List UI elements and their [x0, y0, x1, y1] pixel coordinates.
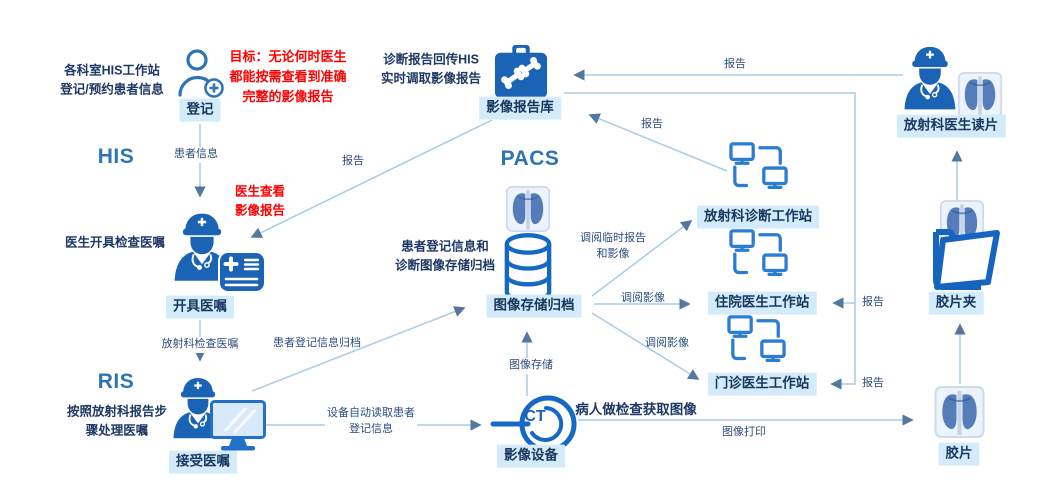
edge-label-report-2: 报告	[724, 58, 746, 71]
node-outpatient-workstation: 门诊医生工作站	[707, 372, 817, 396]
radiologist-doctor-icon	[903, 45, 957, 110]
ct-scanner-icon: CT	[490, 395, 577, 453]
report-library-icon	[494, 45, 548, 99]
patient-exam-note: 病人做检查获取图像	[575, 402, 697, 417]
doctor-view-note: 医生查看 影像报告	[234, 184, 286, 218]
node-register: 登记	[179, 98, 221, 122]
node-radiologist-reading: 放射科医生读片	[896, 114, 1006, 138]
pacs-system-label: PACS	[500, 147, 560, 170]
edge-label-image-print: 图像打印	[722, 426, 766, 439]
node-accept-order: 接受医嘱	[169, 450, 237, 474]
inpatient-workstation-icon	[729, 229, 788, 277]
ct-icon-label: CT	[524, 408, 546, 425]
node-film: 胶片	[938, 442, 980, 466]
ris-monitor-icon	[210, 400, 266, 451]
film-icon	[933, 386, 986, 438]
dept-registration-note: 各科室HIS工作站 登记/预约患者信息	[60, 63, 164, 96]
goal-note: 目标：无论何时医生 都能按需查看到准确 完整的影像报告	[229, 48, 347, 105]
edge-radiologyws-to-library	[588, 113, 728, 172]
edge-label-radiology-order: 放射科检查医嘱	[159, 337, 241, 353]
archive-description-note: 患者登记信息和 诊断图像存储归档	[394, 239, 496, 272]
his-system-label: HIS	[97, 145, 135, 168]
radiologist-xray-icon	[956, 72, 1004, 118]
archive-xray-icon	[505, 186, 551, 232]
edge-label-retrieve-image-1: 调阅影像	[621, 292, 665, 305]
node-inpatient-workstation: 住院医生工作站	[707, 291, 817, 315]
edge-label-retrieve-temp: 调阅临时报告 和影像	[580, 232, 646, 260]
ris-process-note: 按照放射科报告步 骤处理医嘱	[66, 404, 168, 437]
database-icon	[504, 233, 552, 303]
node-report-library: 影像报告库	[479, 96, 561, 120]
node-imaging-device: 影像设备	[497, 444, 565, 468]
node-radiology-workstation: 放射科诊断工作站	[697, 205, 819, 229]
edge-label-reg-archive: 患者登记信息归档	[273, 337, 361, 350]
register-person-icon	[178, 49, 224, 98]
edge-archive-to-outpatient	[591, 312, 700, 380]
edge-label-patient-info: 患者信息	[172, 147, 220, 163]
edge-label-image-store: 图像存储	[507, 358, 555, 374]
prescription-pad-icon	[218, 251, 266, 293]
ris-system-label: RIS	[97, 370, 135, 393]
edge-label-report-3: 报告	[641, 118, 663, 131]
node-film-folder: 胶片夹	[928, 291, 984, 315]
edge-label-report-5: 报告	[862, 377, 884, 390]
edge-library-to-outpatient	[564, 92, 856, 390]
edge-label-retrieve-image-2: 调阅影像	[645, 337, 689, 350]
edge-label-report-4: 报告	[862, 296, 884, 309]
edge-accept-to-archive	[251, 306, 466, 392]
film-folder-icon	[933, 200, 1000, 290]
node-image-archive: 图像存储归档	[486, 294, 582, 318]
outpatient-workstation-icon	[727, 315, 786, 363]
report-return-note: 诊断报告回传HIS 实时调取影像报告	[380, 52, 482, 85]
radiology-workstation-icon	[729, 142, 788, 190]
edge-archive-to-radiologyws	[591, 219, 693, 297]
edge-library-to-issue	[250, 119, 493, 238]
edge-label-report-1: 报告	[342, 155, 364, 168]
doctor-order-note: 医生开具检查医嘱	[64, 235, 166, 250]
node-issue-order: 开具医嘱	[166, 295, 234, 319]
edge-label-device-read: 设备自动读取患者 登记信息	[325, 406, 417, 438]
